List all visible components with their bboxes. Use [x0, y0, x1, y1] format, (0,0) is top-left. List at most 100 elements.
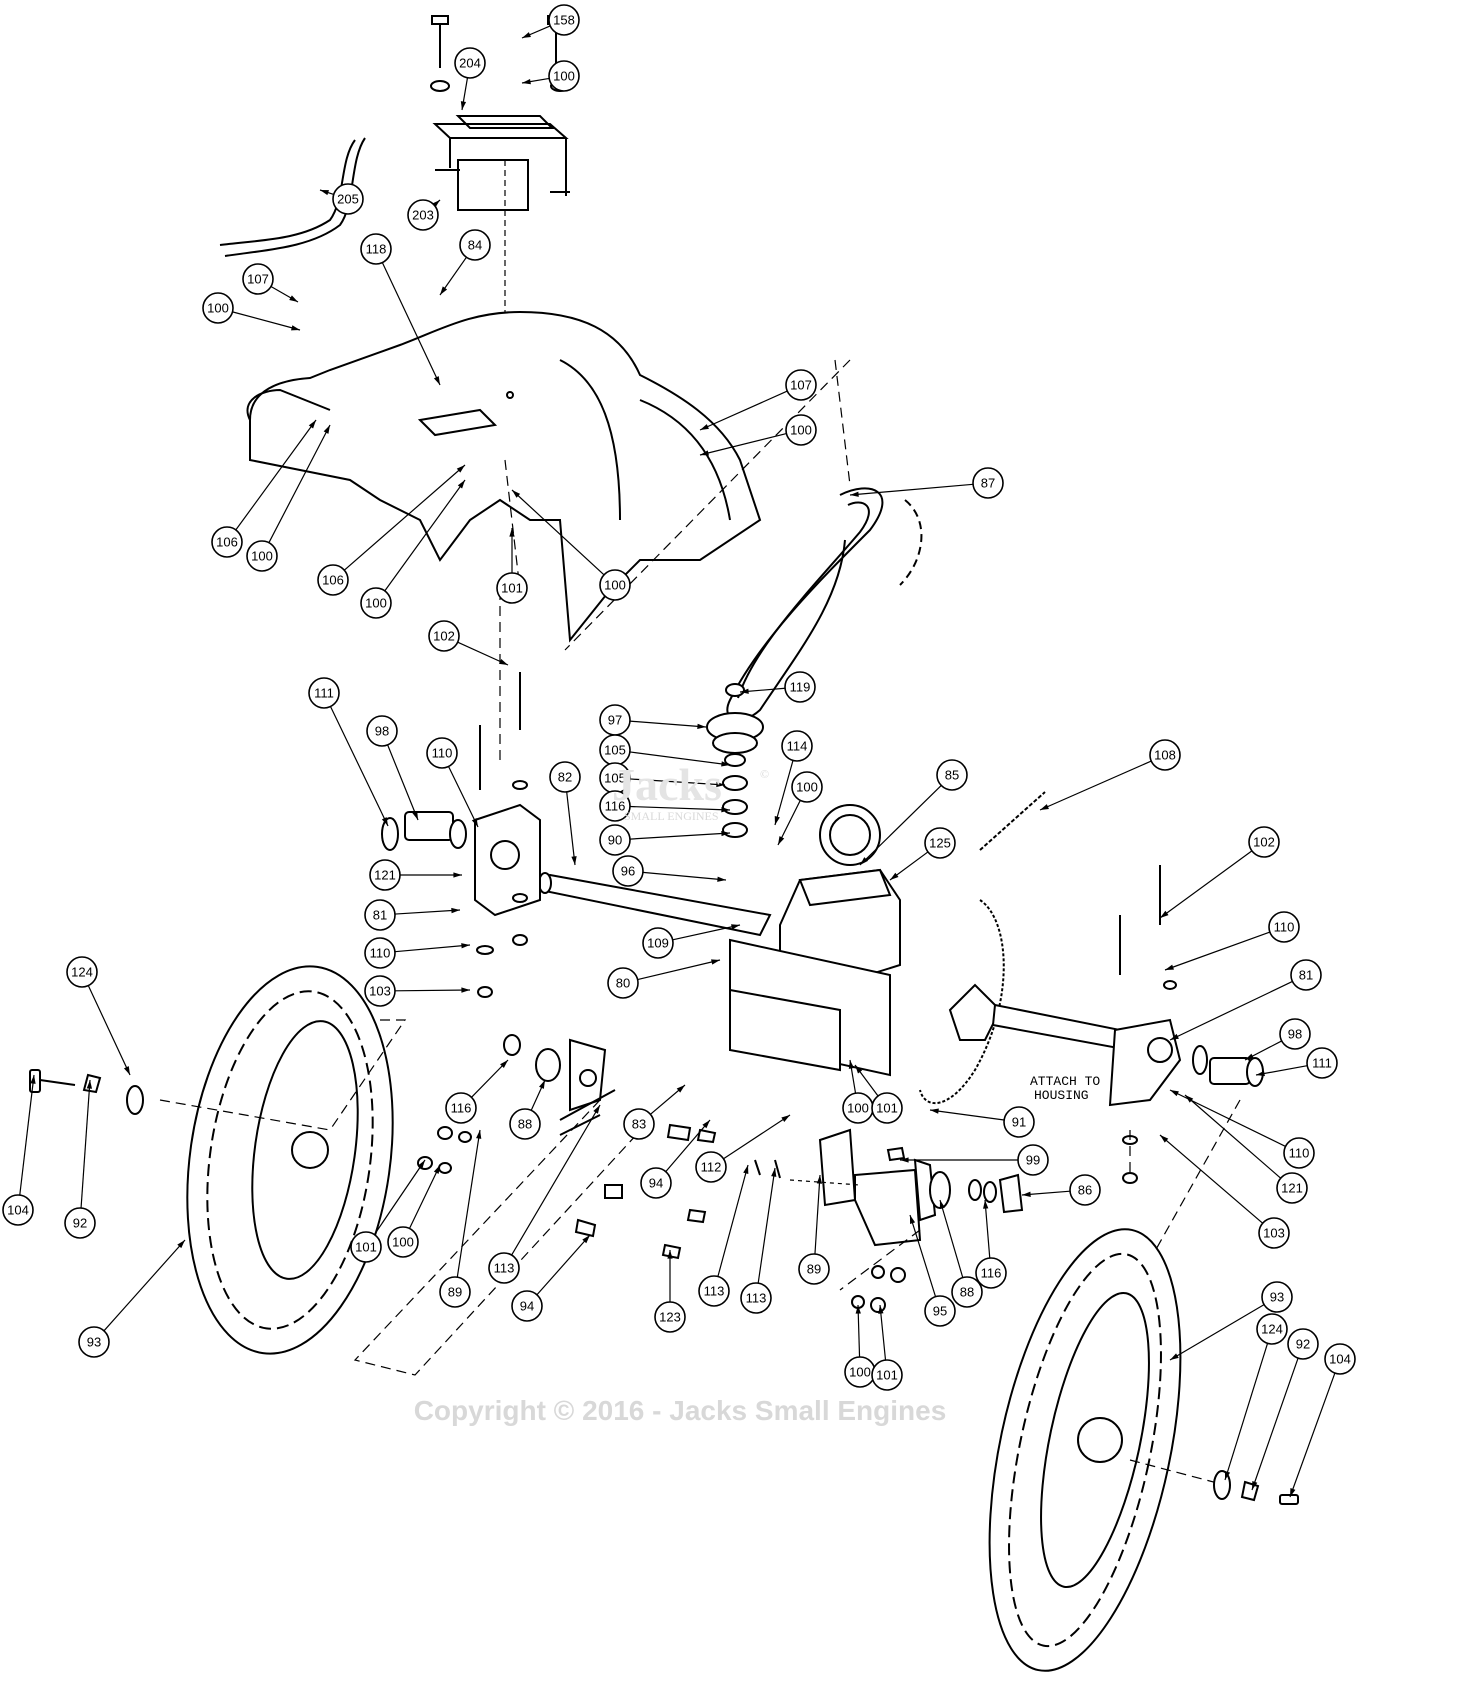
- leader-arrow-91: [930, 1108, 939, 1114]
- callout-number: 110: [432, 746, 453, 761]
- callout-110: 110: [426, 737, 458, 769]
- callout-114: 114: [781, 730, 813, 762]
- leader-line-109: [672, 924, 741, 941]
- leader-line-101: [879, 1304, 887, 1361]
- callout-number: 107: [790, 378, 812, 393]
- callout-number: 98: [375, 724, 389, 739]
- callout-circle: [654, 1301, 686, 1333]
- leader-arrow-93: [177, 1240, 185, 1249]
- callout-106: 106: [317, 564, 349, 596]
- callout-number: 90: [608, 833, 622, 848]
- callout-92: 92: [1287, 1328, 1319, 1360]
- callout-88: 88: [509, 1108, 541, 1140]
- callout-number: 92: [1296, 1337, 1310, 1352]
- callout-circle: [439, 1276, 471, 1308]
- callout-104: 104: [2, 1194, 34, 1226]
- callout-number: 80: [616, 976, 630, 991]
- callout-circle: [599, 790, 631, 822]
- leader-arrow-85: [860, 857, 869, 865]
- leader-line-100: [511, 489, 605, 576]
- callout-94: 94: [640, 1167, 672, 1199]
- leader-arrow-116: [721, 807, 730, 813]
- leader-arrow-116: [500, 1060, 508, 1069]
- callout-circle: [1306, 1047, 1338, 1079]
- callout-circle: [1290, 959, 1322, 991]
- belt-87: [726, 487, 884, 721]
- callout-94: 94: [511, 1290, 543, 1322]
- transmission-85: [729, 804, 901, 1077]
- callout-80: 80: [607, 967, 639, 999]
- callout-number: 100: [553, 69, 575, 84]
- leader-arrow-110: [471, 818, 478, 827]
- callout-number: 82: [558, 770, 572, 785]
- callout-number: 101: [876, 1368, 898, 1383]
- callout-circle: [64, 1207, 96, 1239]
- callout-108: 108: [1149, 739, 1181, 771]
- leader-line-90: [629, 832, 731, 840]
- leader-arrow-205: [320, 190, 329, 196]
- callout-98: 98: [1279, 1018, 1311, 1050]
- leader-line-92: [80, 1079, 91, 1209]
- callout-circle: [871, 1092, 903, 1124]
- leader-arrow-100: [291, 325, 300, 331]
- callout-number: 94: [520, 1299, 534, 1314]
- callout-95: 95: [924, 1295, 956, 1327]
- callout-number: 205: [337, 192, 359, 207]
- callout-99: 99: [1017, 1144, 1049, 1176]
- callout-circle: [972, 467, 1004, 499]
- callout-circle: [350, 1231, 382, 1263]
- callout-circle: [1261, 1281, 1293, 1313]
- callout-113: 113: [740, 1282, 772, 1314]
- callout-circle: [369, 859, 401, 891]
- leader-arrow-81: [451, 907, 460, 914]
- callout-100: 100: [387, 1226, 419, 1258]
- leader-arrow-121: [1185, 1095, 1194, 1103]
- callout-number: 81: [1299, 968, 1313, 983]
- callout-circle: [791, 771, 823, 803]
- callout-circle: [871, 1359, 903, 1391]
- callout-112: 112: [695, 1151, 727, 1183]
- callout-circle: [1149, 739, 1181, 771]
- callout-circle: [360, 587, 392, 619]
- leader-line-104: [19, 1074, 35, 1196]
- leader-arrow-100: [522, 78, 531, 85]
- callout-number: 99: [1026, 1153, 1040, 1168]
- leader-arrow-94: [702, 1120, 710, 1129]
- callout-circle: [242, 263, 274, 295]
- leader-line-85: [859, 785, 942, 866]
- leader-arrow-110: [1170, 1090, 1179, 1097]
- callout-104: 104: [1324, 1343, 1356, 1375]
- callout-number: 100: [604, 578, 626, 593]
- leader-line-124: [1224, 1343, 1269, 1481]
- callout-100: 100: [202, 292, 234, 324]
- leader-arrow-102: [499, 659, 508, 665]
- callout-circle: [695, 1151, 727, 1183]
- callout-number: 100: [392, 1235, 414, 1250]
- callout-number: 106: [216, 535, 238, 550]
- callout-circle: [612, 855, 644, 887]
- leader-arrow-114: [774, 816, 780, 825]
- callout-number: 204: [459, 56, 481, 71]
- leader-arrow-100: [512, 490, 521, 498]
- leader-arrow-88: [939, 1200, 945, 1209]
- callout-101: 101: [496, 572, 528, 604]
- callout-90: 90: [599, 824, 631, 856]
- leader-arrow-81: [1170, 1033, 1179, 1040]
- callout-100: 100: [842, 1092, 874, 1124]
- callout-100: 100: [599, 569, 631, 601]
- leader-arrow-90: [721, 830, 730, 837]
- callout-number: 98: [1288, 1027, 1302, 1042]
- note-attach-line1: ATTACH TO: [1030, 1074, 1100, 1089]
- callout-number: 87: [981, 476, 995, 491]
- callout-circle: [798, 1253, 830, 1285]
- callout-circle: [407, 199, 439, 231]
- leader-arrow-104: [30, 1075, 36, 1084]
- callout-88: 88: [951, 1276, 983, 1308]
- callout-circle: [924, 827, 956, 859]
- leader-arrow-101: [855, 1065, 863, 1074]
- callout-circle: [509, 1108, 541, 1140]
- leader-arrow-88: [539, 1080, 545, 1089]
- callout-number: 119: [790, 680, 811, 695]
- leader-line-100: [857, 1304, 861, 1358]
- leader-lines: [19, 25, 1336, 1498]
